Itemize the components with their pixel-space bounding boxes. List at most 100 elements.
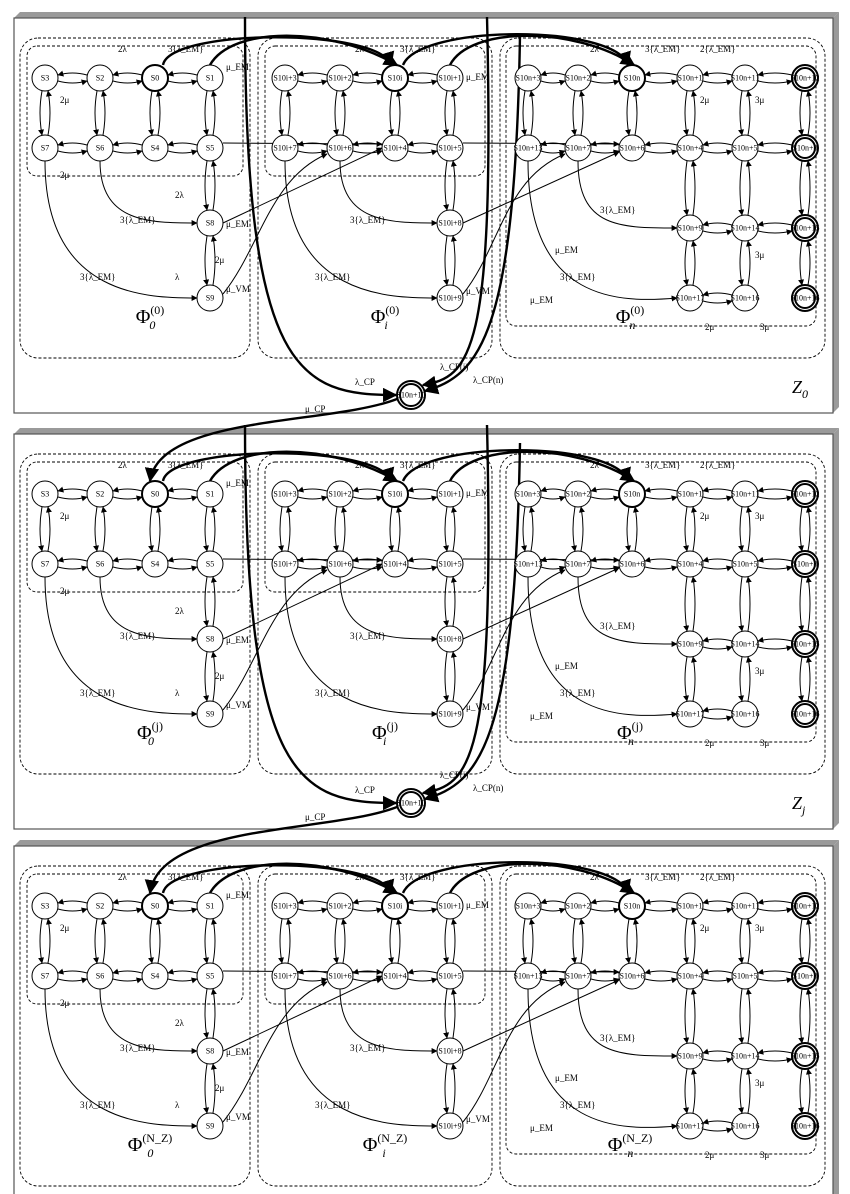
transition-arrow [450,988,457,1039]
transition-arrow [798,90,804,136]
state-label: S0 [151,74,159,83]
transition-arrow [540,898,566,905]
state-label: S10n+12 [791,902,820,911]
rate-label: 2μ [60,170,70,180]
transition-arrow [443,90,449,136]
state-circle [618,64,646,92]
state-label: S10n+3 [516,490,541,499]
transition-arrow [167,149,198,156]
transition-arrow [798,160,805,216]
state-label: S2 [96,490,104,499]
rate-label: μ_EM [530,711,553,721]
transition-arrow [203,576,210,627]
transition-arrow [443,918,449,964]
rate-label: 3{λ_EM} [645,872,681,882]
state-circle [326,892,354,920]
transition-arrow [683,506,689,552]
phin-inner-box [505,461,817,743]
state-circle [326,64,354,92]
phii-inner-box [264,873,486,1005]
state-node: S10i+7 [271,550,299,578]
state-circle [436,209,464,237]
transition-arrow [278,918,284,964]
transition-arrow [702,486,733,493]
transition-arrow [691,506,697,552]
rate-label: 3μ [760,738,770,748]
rate-label: 3{λ_EM} [400,460,436,470]
transition-arrow [112,149,143,156]
state-circle [326,480,354,508]
rate-label: 3{λ_EM} [168,44,204,54]
state-circle [618,134,646,162]
transition-arrow [297,556,328,563]
transition-arrow [633,90,639,136]
transition-arrow [746,918,752,964]
state-label: S10n+14 [731,1052,760,1061]
transition-arrow [683,160,690,216]
transition-arrow [702,290,733,297]
transition-arrow [222,975,383,1052]
state-label: S10n+8 [793,560,818,569]
state-circle [86,480,114,508]
state-circle [676,284,704,312]
transition-arrow [806,240,812,286]
state-circle [676,1112,704,1140]
transition-arrow [450,1063,457,1114]
transition-arrow [101,918,107,964]
transition-arrow [625,90,631,136]
state-node: S10i+7 [271,962,299,990]
transition-arrow [757,495,793,502]
state-node: S10i+5 [436,134,464,162]
transition-arrow [443,235,450,286]
state-label: S10n+4 [678,560,703,569]
transition-arrow [101,90,107,136]
phi-label: Φ(0)0 [136,303,165,332]
transition-arrow [746,240,752,286]
transition-arrow [702,907,733,914]
transition-arrow [203,160,210,211]
transition-arrow [644,486,678,493]
transition-arrow [57,70,88,77]
transition-arrow [746,506,752,552]
rate-label: 2μ [60,95,70,105]
rate-label: 3μ [760,322,770,332]
state-label: S10i [388,74,403,83]
transition-arrow [590,70,620,77]
transition-arrow [222,147,383,224]
state-circle [731,630,759,658]
rate-label: 2λ [175,190,185,200]
state-circle [31,480,59,508]
transition-arrow [286,918,292,964]
state-label: S10n+14 [731,640,760,649]
rate-label: μ_EM [555,245,578,255]
state-label: S7 [41,972,49,981]
rate-label: μ_EM [226,635,249,645]
state-label: S10i+2 [328,902,351,911]
rate-label: 3{λ_EM} [80,272,116,282]
state-node: S10n+11 [731,64,759,92]
transition-arrow [352,486,383,493]
rate-label: 3μ [755,511,765,521]
state-label: S10i+8 [438,1047,461,1056]
transition-arrow [644,898,678,905]
state-label: S3 [41,490,49,499]
state-circle [676,700,704,728]
state-circle [196,625,224,653]
phin-inner-box [505,873,817,1155]
transition-arrow [421,16,490,390]
phii-inner-box [264,461,486,593]
rate-label: 2λ [590,872,600,882]
state-node: S10i+9 [436,284,464,312]
state-node: S10n+3 [514,892,542,920]
transition-arrow [702,1127,733,1134]
state-node: S8 [196,209,224,237]
state-label: S10n+14 [731,224,760,233]
state-circle [196,64,224,92]
state-label: S10i+4 [383,560,406,569]
transition-arrow [757,70,793,77]
state-node: S10n+16 [731,1112,759,1140]
state-node: S7 [31,550,59,578]
rate-label: 3{λ_EM} [120,631,156,641]
transition-arrow [352,79,383,86]
transition-arrow [644,565,678,572]
